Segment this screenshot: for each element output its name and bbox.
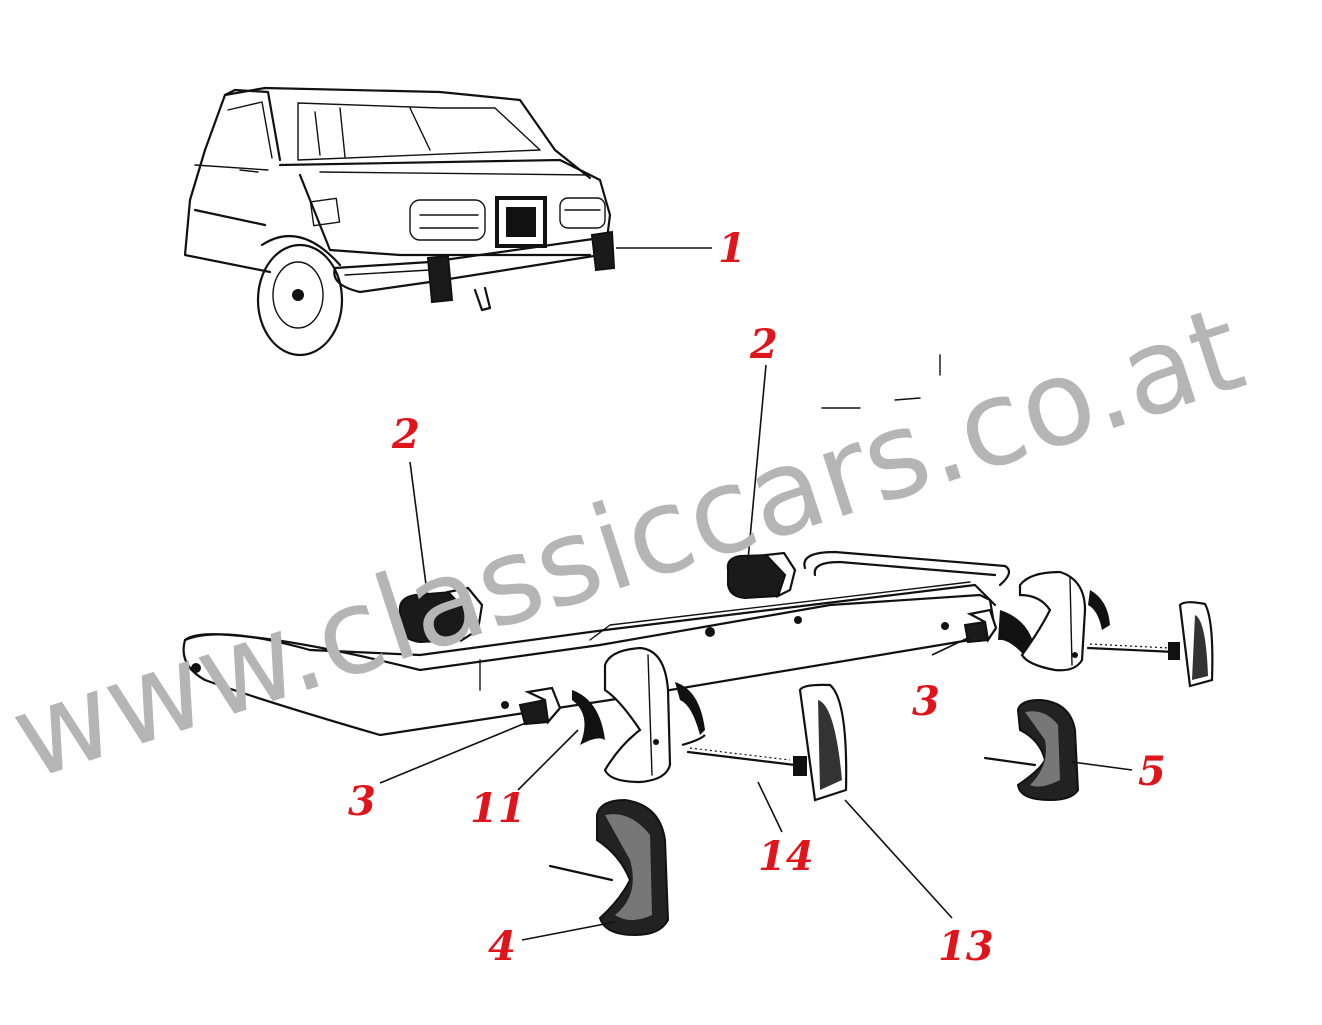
trim-13 (798, 683, 848, 802)
leader-4 (521, 921, 616, 941)
leader-3a (379, 721, 529, 784)
leader-3b (931, 635, 973, 656)
overrider-right-assembly (998, 570, 1214, 688)
callout-3-left: 3 (348, 778, 376, 825)
leader-5 (1071, 761, 1133, 771)
small-block-3-left (518, 686, 562, 726)
callout-2-right: 2 (749, 321, 778, 368)
leader-lines (379, 247, 1133, 941)
rubber-pad-2-right (726, 551, 797, 600)
callout-1: 1 (718, 225, 746, 272)
overrider-center-assembly (572, 646, 706, 784)
leader-11 (517, 729, 579, 791)
overrider-4 (548, 798, 670, 937)
overrider-5 (983, 698, 1080, 802)
callout-2-left: 2 (391, 411, 420, 458)
rubber-pad-2-left (398, 586, 484, 644)
bumper-assembly (182, 550, 1011, 737)
leader-13 (844, 799, 953, 919)
callout-11: 11 (470, 785, 526, 832)
leader-14 (757, 781, 783, 833)
leader-2a (409, 461, 429, 601)
car-rear-illustration (183, 86, 616, 357)
callout-5: 5 (1138, 748, 1166, 795)
leader-2b (747, 364, 767, 561)
callout-13: 13 (938, 923, 994, 970)
callout-labels: 1 2 2 3 3 4 5 11 13 14 (348, 225, 1166, 970)
callout-4: 4 (488, 923, 516, 970)
bolt-14 (686, 747, 807, 776)
callout-14: 14 (758, 833, 814, 880)
callout-3-right: 3 (912, 678, 940, 725)
